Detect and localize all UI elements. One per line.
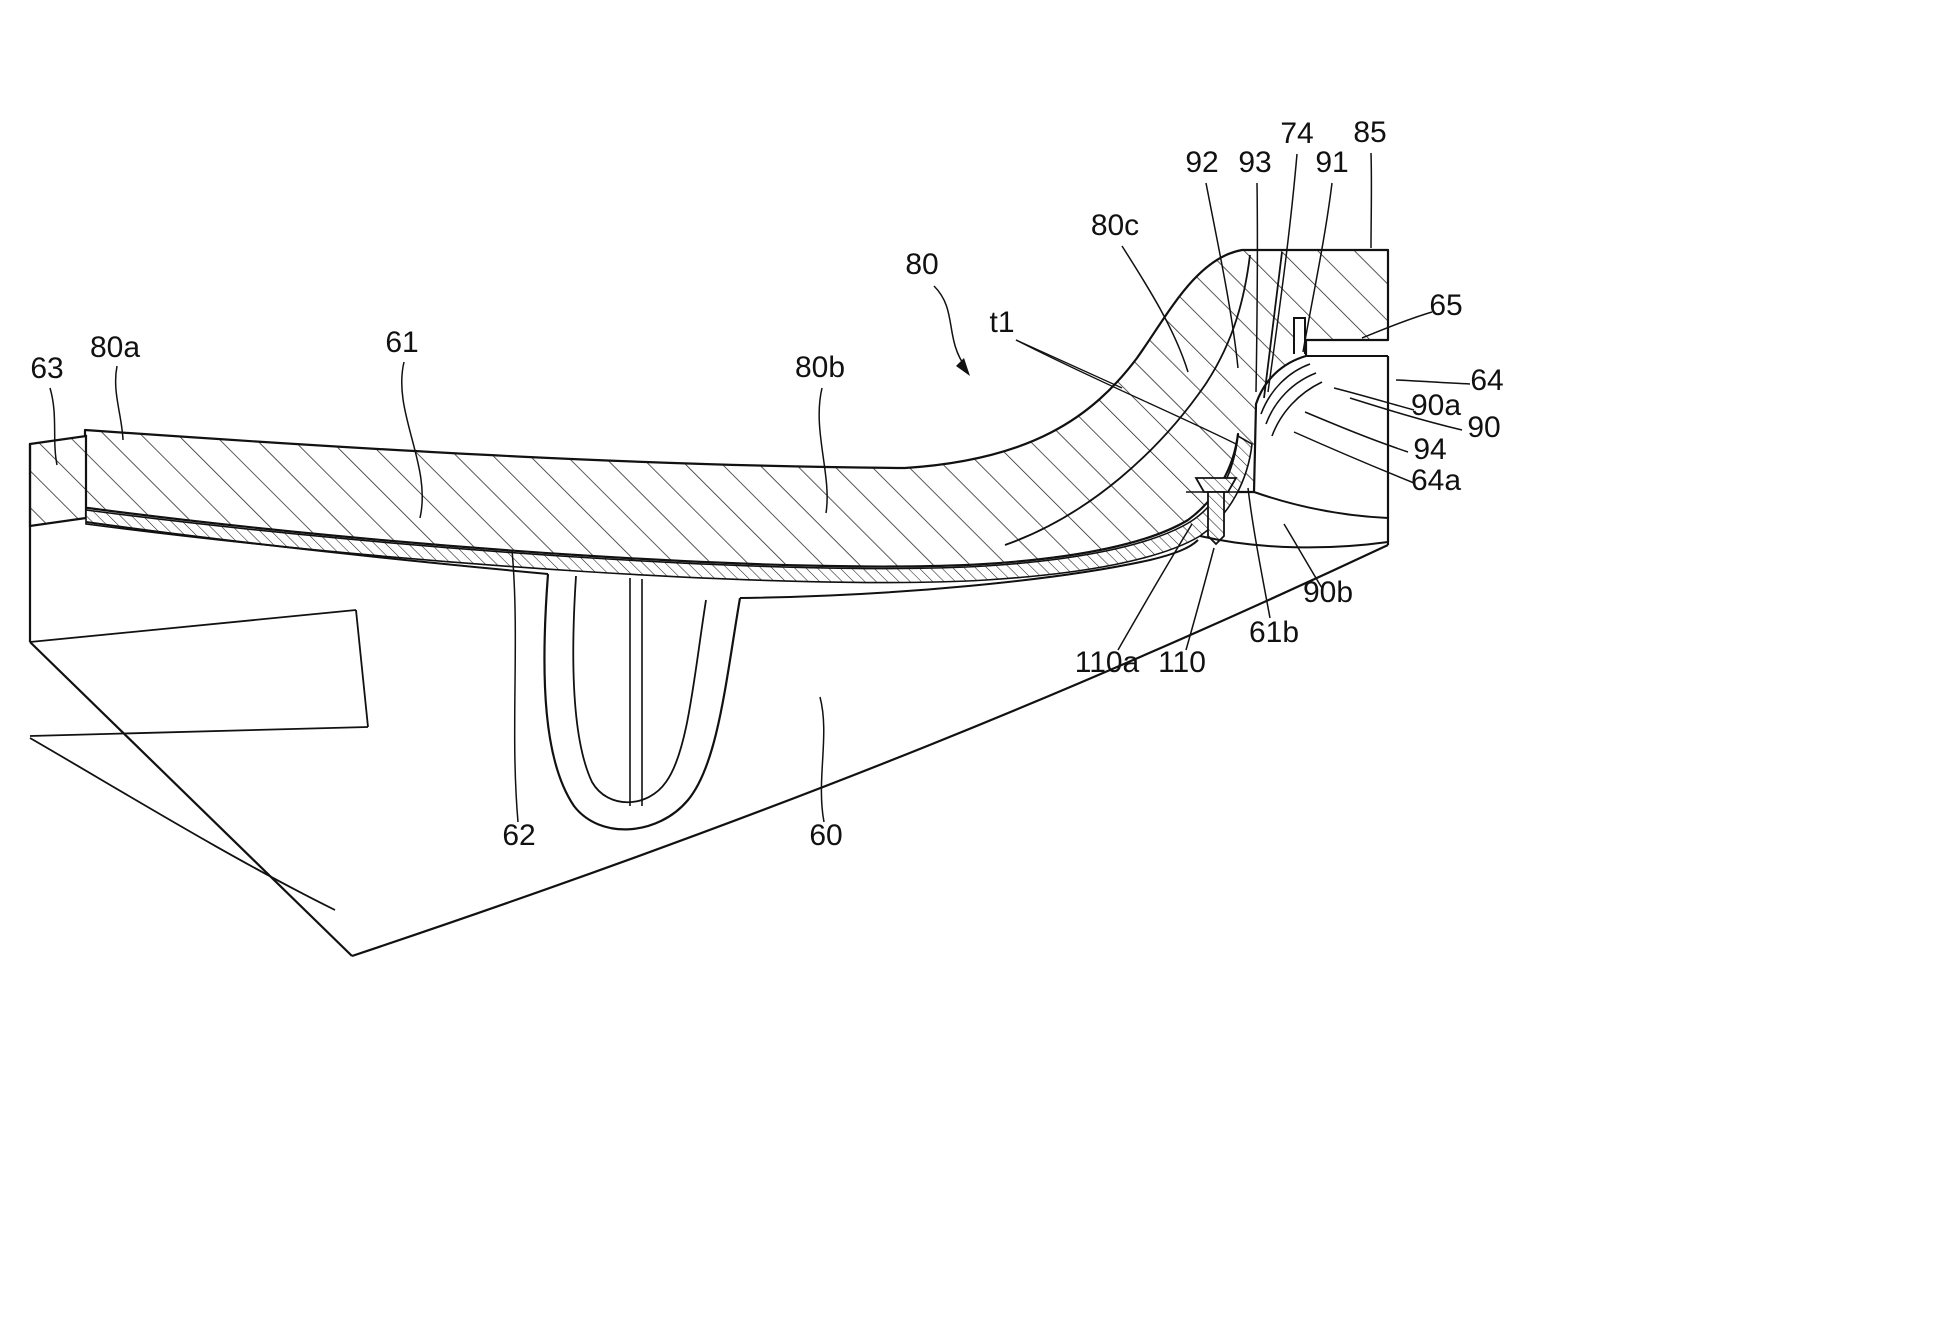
t1-reference-line-inner [1015, 339, 1237, 445]
ref-label-74: 74 [1280, 117, 1313, 150]
pocket-inner-wall [572, 575, 707, 804]
ref-label-60: 60 [809, 819, 842, 852]
corner-curve-90a [1255, 355, 1307, 405]
leader-60 [819, 696, 825, 823]
lower-top-line-right [739, 539, 1199, 599]
thin-panel-61 [85, 434, 1253, 584]
bottom-sweep-60 [351, 544, 1389, 958]
leader-90 [1349, 397, 1463, 431]
fastener-shaft-110 [1207, 491, 1225, 546]
leader-90a [1333, 387, 1415, 411]
lower-left-diagonal [29, 641, 353, 957]
leader-63 [49, 387, 58, 466]
ref-label-61b: 61b [1249, 616, 1299, 649]
leader-80c [1121, 245, 1189, 373]
shelf-line-b [355, 609, 369, 728]
leader-65 [1361, 311, 1433, 339]
ref-label-80: 80 [905, 248, 938, 281]
ref-label-63: 63 [30, 352, 63, 385]
leader-80b [818, 387, 828, 514]
inner-lower-diagonal [29, 737, 336, 911]
ref-label-93: 93 [1238, 146, 1271, 179]
ref-label-90a: 90a [1411, 389, 1461, 422]
ref-label-85: 85 [1353, 116, 1386, 149]
leader-94 [1304, 411, 1409, 453]
t1-reference-line-outer [1015, 339, 1123, 389]
leader-64 [1395, 379, 1471, 385]
ref-label-90b: 90b [1303, 576, 1353, 609]
inner-layer-line-92 [1004, 254, 1251, 546]
leader-lines [49, 152, 1471, 823]
leader-90b [1283, 523, 1323, 589]
inner-layer-line-74 [1263, 251, 1283, 399]
shelf-line-c [29, 726, 369, 737]
leader-80-arrowhead [956, 358, 970, 376]
ref-label-110a: 110a [1075, 646, 1140, 679]
leader-74 [1267, 153, 1298, 393]
leader-110 [1185, 547, 1215, 651]
fastener-head-110a [1194, 477, 1238, 493]
ref-label-64: 64 [1470, 364, 1503, 397]
ref-label-90: 90 [1467, 411, 1500, 444]
tab-91 [1293, 317, 1306, 354]
ref-label-t1: t1 [989, 306, 1014, 339]
corner-curve-94 [1265, 372, 1317, 425]
pocket-outer-wall-62 [543, 573, 742, 831]
leader-62 [511, 549, 519, 823]
ref-label-61: 61 [385, 326, 418, 359]
ref-label-110: 110 [1158, 646, 1206, 679]
corner-curve-90 [1260, 363, 1311, 415]
ref-label-80b: 80b [795, 351, 845, 384]
ref-label-80c: 80c [1091, 209, 1139, 242]
end-cap-63 [28, 434, 88, 528]
lower-top-line-left [85, 521, 549, 575]
leader-64a [1293, 431, 1415, 484]
leader-80 [933, 285, 967, 369]
leader-61 [400, 361, 424, 519]
leader-91 [1302, 182, 1333, 353]
leader-110a [1117, 523, 1193, 651]
leader-92 [1205, 182, 1239, 369]
reference-labels: 63 80a 61 80b 80 t1 80c 92 93 74 91 85 6… [30, 116, 1503, 852]
corner-curve-64a [1271, 381, 1323, 437]
ref-label-91: 91 [1315, 146, 1348, 179]
ref-label-64a: 64a [1411, 464, 1461, 497]
ref-label-80a: 80a [90, 331, 140, 364]
leader-93 [1255, 182, 1259, 393]
ref-label-62: 62 [502, 819, 535, 852]
leader-80a [114, 365, 124, 441]
ref-label-65: 65 [1429, 289, 1462, 322]
leader-61b [1247, 487, 1271, 619]
ref-label-94: 94 [1413, 433, 1446, 466]
upper-panel-section-80 [83, 248, 1390, 568]
shelf-line-a [29, 609, 357, 643]
ref-label-92: 92 [1185, 146, 1218, 179]
lower-right-underside-line [1199, 535, 1389, 549]
lower-right-line-90b [1253, 491, 1389, 519]
